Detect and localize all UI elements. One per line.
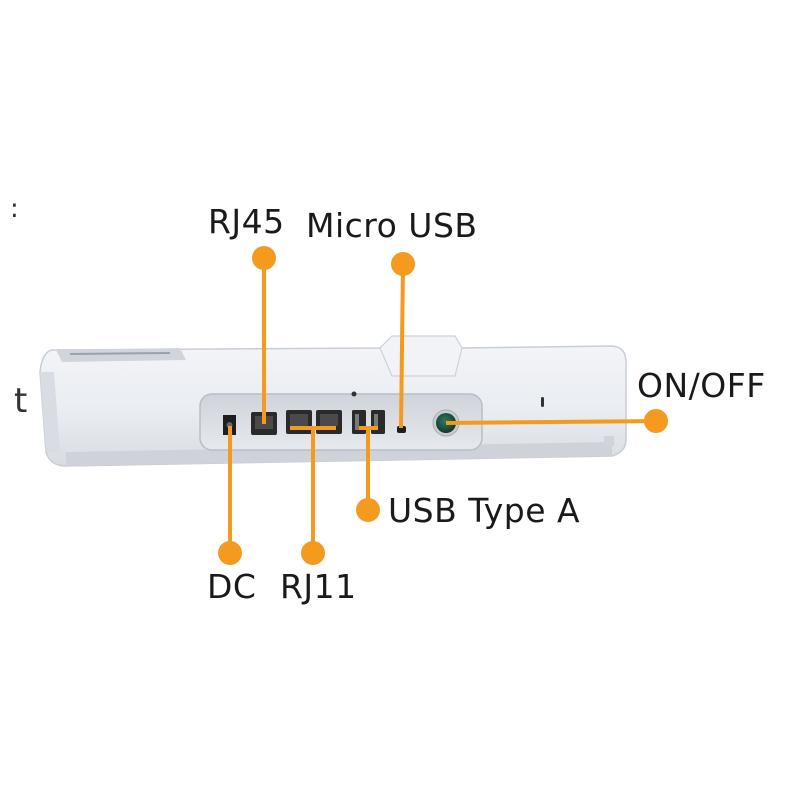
side-vent: [604, 436, 614, 446]
device-slot-line: [69, 352, 171, 355]
label-rj11: RJ11: [280, 567, 357, 606]
device-left-edge: [40, 372, 60, 452]
usb-a-port-2-tongue: [374, 414, 378, 430]
callout-dot-dc: [218, 541, 242, 565]
reset-slot: [541, 397, 544, 407]
label-micro-usb: Micro USB: [306, 206, 478, 245]
label-on-off: ON/OFF: [637, 366, 766, 405]
usb-a-port-1-tongue: [355, 414, 359, 430]
callout-dot-micro-usb: [391, 252, 415, 276]
callout-dot-on-off: [644, 409, 668, 433]
rj11-port-1-inner: [290, 414, 308, 426]
led-hole: [351, 391, 357, 397]
callout-line-on-off: [445, 419, 657, 425]
label-usb-type-a: USB Type A: [388, 491, 581, 530]
callout-dot-rj45: [252, 246, 276, 270]
callout-dot-rj11: [301, 541, 325, 565]
device-top-slot: [56, 348, 186, 362]
edge-text-fragment-top: :: [10, 194, 19, 224]
edge-text-fragment-mid: t: [14, 381, 28, 421]
callout-line-micro-usb: [399, 263, 405, 429]
rj11-port-2-inner: [320, 414, 338, 426]
device-top-bump: [379, 335, 463, 377]
label-dc: DC: [207, 567, 257, 606]
callout-dot-usb-a: [356, 498, 380, 522]
label-rj45: RJ45: [208, 202, 285, 241]
